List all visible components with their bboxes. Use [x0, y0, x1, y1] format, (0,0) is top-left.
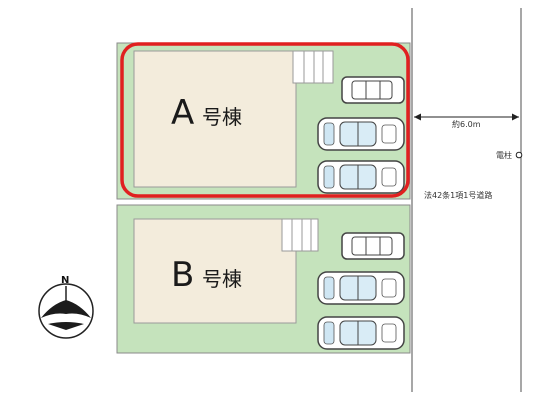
north-compass-icon	[38, 283, 94, 339]
building-a-entrance-steps	[292, 50, 334, 84]
building-b-entrance-steps	[281, 218, 319, 252]
road-type-label: 法42条1項1号道路	[424, 190, 492, 200]
lot-a-highlight-outline	[120, 42, 410, 198]
road-width-label: 約6.0m	[452, 119, 481, 129]
building-a-letter: A	[171, 93, 194, 133]
building-b-suffix: 号棟	[202, 267, 242, 291]
car-a-3	[317, 160, 405, 194]
car-a-2	[317, 117, 405, 151]
utility-pole-icon	[515, 151, 523, 159]
building-a-suffix: 号棟	[202, 105, 242, 129]
road-width-dimension	[414, 113, 519, 121]
building-b	[133, 218, 297, 324]
car-b-1	[341, 232, 405, 260]
car-a-1	[341, 76, 405, 104]
building-a	[133, 50, 297, 188]
north-label: N	[61, 275, 69, 286]
car-b-3	[317, 316, 405, 350]
building-b-letter: B	[171, 255, 194, 295]
car-b-2	[317, 271, 405, 305]
utility-pole-label: 電柱	[496, 150, 512, 160]
